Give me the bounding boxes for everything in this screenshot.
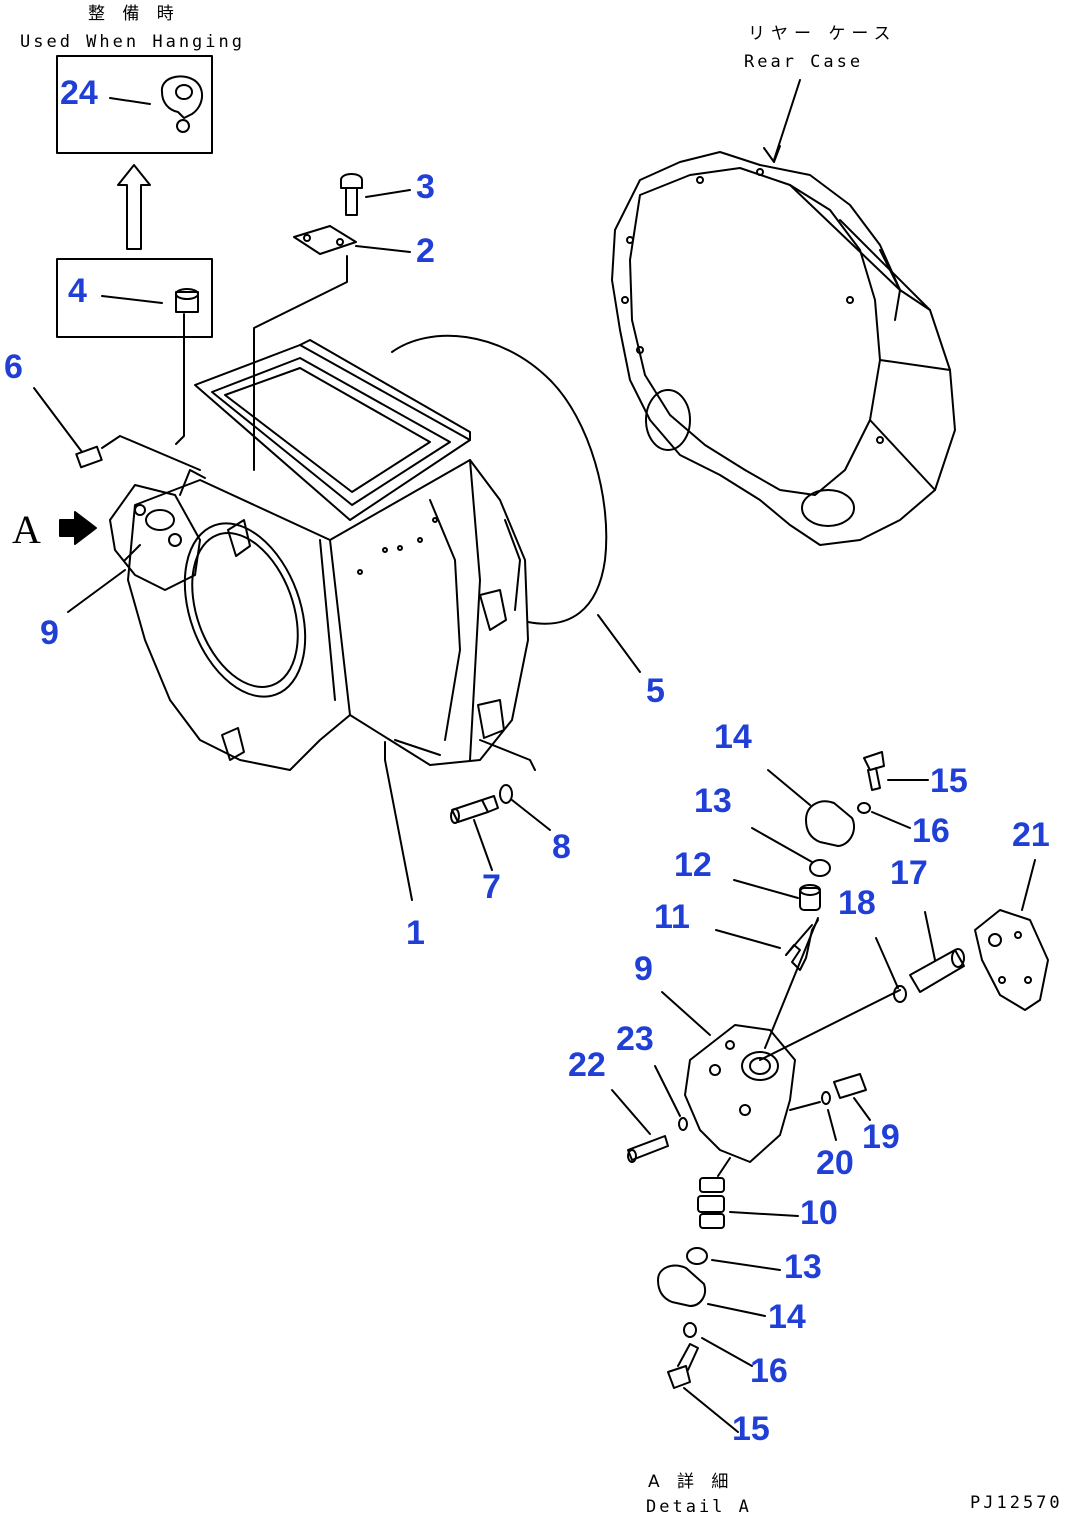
rear-case-jp-label: リヤー ケース <box>748 24 897 44</box>
part-number-1[interactable]: 1 <box>406 914 425 952</box>
valve-9-on-housing <box>67 484 201 613</box>
part-number-24[interactable]: 24 <box>60 74 98 112</box>
part-number-15-upper[interactable]: 15 <box>930 762 968 800</box>
part-number-9-main[interactable]: 9 <box>40 614 59 652</box>
housing-1 <box>127 339 536 901</box>
part-number-19[interactable]: 19 <box>862 1118 900 1156</box>
rear-case <box>611 79 956 546</box>
part-number-11[interactable]: 11 <box>654 898 690 936</box>
rear-case-label: Rear Case <box>744 52 864 72</box>
part-number-23[interactable]: 23 <box>616 1020 654 1058</box>
part-number-22[interactable]: 22 <box>568 1046 606 1084</box>
view-a-label: A <box>12 507 41 552</box>
plug-6 <box>33 387 201 471</box>
part-number-17[interactable]: 17 <box>890 854 928 892</box>
part-number-10[interactable]: 10 <box>800 1194 838 1232</box>
detail-a-jp-label: A 詳 細 <box>648 1472 735 1492</box>
part-number-14-lower[interactable]: 14 <box>768 1298 806 1336</box>
part-number-4[interactable]: 4 <box>68 272 87 310</box>
part-number-7[interactable]: 7 <box>482 868 501 906</box>
part-number-6[interactable]: 6 <box>4 348 23 386</box>
part-number-20[interactable]: 20 <box>816 1144 854 1182</box>
part-number-3[interactable]: 3 <box>416 168 435 206</box>
plug-7 <box>450 795 499 871</box>
part-number-8[interactable]: 8 <box>552 828 571 866</box>
inset-box-4 <box>56 258 213 338</box>
cover-2 <box>253 225 411 471</box>
inset-box-24 <box>56 55 213 154</box>
part-number-15-lower[interactable]: 15 <box>732 1410 770 1448</box>
part-number-2[interactable]: 2 <box>416 232 435 270</box>
used-when-hanging-jp-label: 整 備 時 <box>88 4 180 24</box>
part-number-12[interactable]: 12 <box>674 846 712 884</box>
part-number-16-lower[interactable]: 16 <box>750 1352 788 1390</box>
view-a-arrow <box>59 511 97 545</box>
part-number-5[interactable]: 5 <box>646 672 665 710</box>
gasket-5 <box>391 334 641 673</box>
part-number-16-upper[interactable]: 16 <box>912 812 950 850</box>
part-number-14-upper[interactable]: 14 <box>714 718 752 756</box>
part-number-21[interactable]: 21 <box>1012 816 1050 854</box>
part-number-18[interactable]: 18 <box>838 884 876 922</box>
part-number-13-upper[interactable]: 13 <box>694 782 732 820</box>
part-number-9-detail[interactable]: 9 <box>634 950 653 988</box>
washer-8 <box>499 784 551 831</box>
drawing-code: PJ12570 <box>970 1493 1063 1513</box>
used-when-hanging-label: Used When Hanging <box>20 32 245 52</box>
arrow-up <box>117 164 151 250</box>
bolt-3 <box>340 173 411 216</box>
detail-a-drawing <box>611 751 1049 1433</box>
detail-a-label: Detail A <box>646 1497 752 1517</box>
part-number-13-lower[interactable]: 13 <box>784 1248 822 1286</box>
